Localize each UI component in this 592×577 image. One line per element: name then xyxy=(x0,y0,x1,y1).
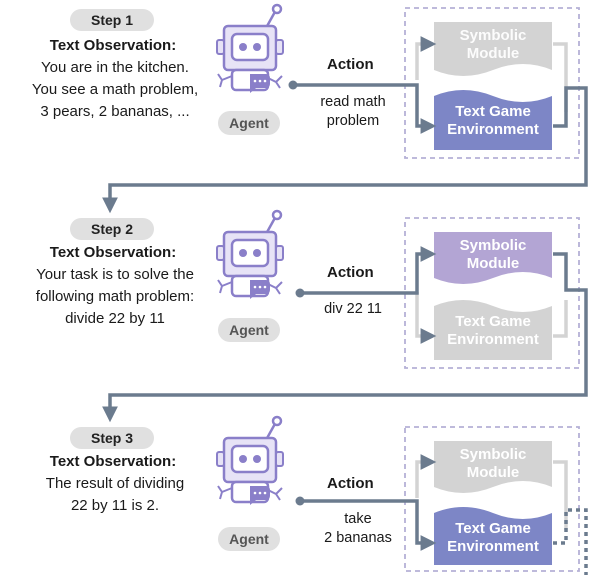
step3-agent-label: Agent xyxy=(218,527,280,551)
step2-action-line1: div 22 11 xyxy=(324,301,382,317)
step1-action-line2: problem xyxy=(326,113,380,129)
step2-observation-title: Text Observation: xyxy=(49,244,177,261)
step2-observation-line3: divide 22 by 11 xyxy=(65,310,165,327)
step3-module-panel xyxy=(404,426,580,572)
step3-observation-title: Text Observation: xyxy=(49,453,177,470)
step2-badge: Step 2 xyxy=(70,218,154,240)
step1-observation-line3: 3 pears, 2 bananas, ... xyxy=(40,103,190,120)
step3-environment-box xyxy=(434,507,552,565)
step3-action-line1: take xyxy=(344,511,372,527)
step2-observation-line1: Your task is to solve the xyxy=(36,266,194,283)
step3-observation-line2: 22 by 11 is 2. xyxy=(70,497,160,514)
step2-observation-line2: following math problem: xyxy=(35,288,195,305)
step1-symbolic-module-box xyxy=(434,22,552,76)
step1-agent-label: Agent xyxy=(218,111,280,135)
step1-observation-line1: You are in the kitchen. xyxy=(41,59,189,76)
step2-environment-box xyxy=(434,300,552,360)
step1-observation-title: Text Observation: xyxy=(49,37,177,54)
step3-symbolic-module-box xyxy=(434,441,552,493)
step1-action-line1: read math xyxy=(320,94,386,110)
step1-observation-line2: You see a math problem, xyxy=(31,81,199,98)
step2-symbolic-module-box xyxy=(434,232,552,284)
step3-observation-line1: The result of dividing xyxy=(45,475,185,492)
step2-action-label: Action xyxy=(327,264,374,281)
step3-action-line2: 2 bananas xyxy=(324,530,392,546)
step3-action-label: Action xyxy=(327,475,374,492)
step3-badge: Step 3 xyxy=(70,427,154,449)
step1-action-label: Action xyxy=(327,56,374,73)
robot-icon-2 xyxy=(215,209,285,301)
step2-agent-label: Agent xyxy=(218,318,280,342)
step1-badge: Step 1 xyxy=(70,9,154,31)
step1-environment-box xyxy=(434,90,552,150)
